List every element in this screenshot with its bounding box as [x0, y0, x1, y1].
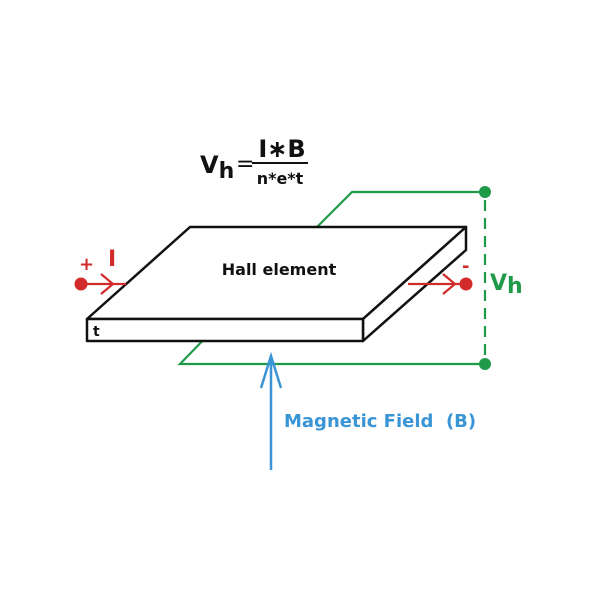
hall-voltage-formula: Vh = I∗B n*e*t — [200, 135, 308, 188]
current-label: I — [108, 247, 116, 272]
current-arrows — [81, 273, 466, 295]
minus-sign: - — [462, 256, 469, 277]
current-terminal-negative — [459, 277, 473, 291]
slab-front-face — [85, 317, 365, 343]
voltage-terminal-top — [479, 186, 491, 198]
magnetic-field-label: Magnetic Field (B) — [284, 411, 476, 432]
hall-element-slab — [85, 225, 468, 343]
top-voltage-wire — [316, 190, 485, 228]
formula-denominator: n*e*t — [257, 169, 304, 188]
formula-vh: Vh — [200, 151, 234, 184]
formula-equals: = — [236, 152, 254, 177]
plus-sign: + — [79, 254, 94, 275]
current-out-arrowhead — [442, 273, 457, 295]
thickness-label: t — [93, 324, 100, 340]
current-in-arrowhead — [100, 273, 115, 295]
current-terminal-positive — [74, 277, 88, 291]
magnetic-field-arrow — [259, 351, 283, 470]
formula-numerator: I∗B — [258, 135, 305, 163]
voltage-label: Vh — [490, 271, 523, 299]
field-arrowhead — [259, 351, 283, 389]
voltage-terminal-bottom — [479, 358, 491, 370]
hall-element-label: Hall element — [222, 260, 337, 279]
